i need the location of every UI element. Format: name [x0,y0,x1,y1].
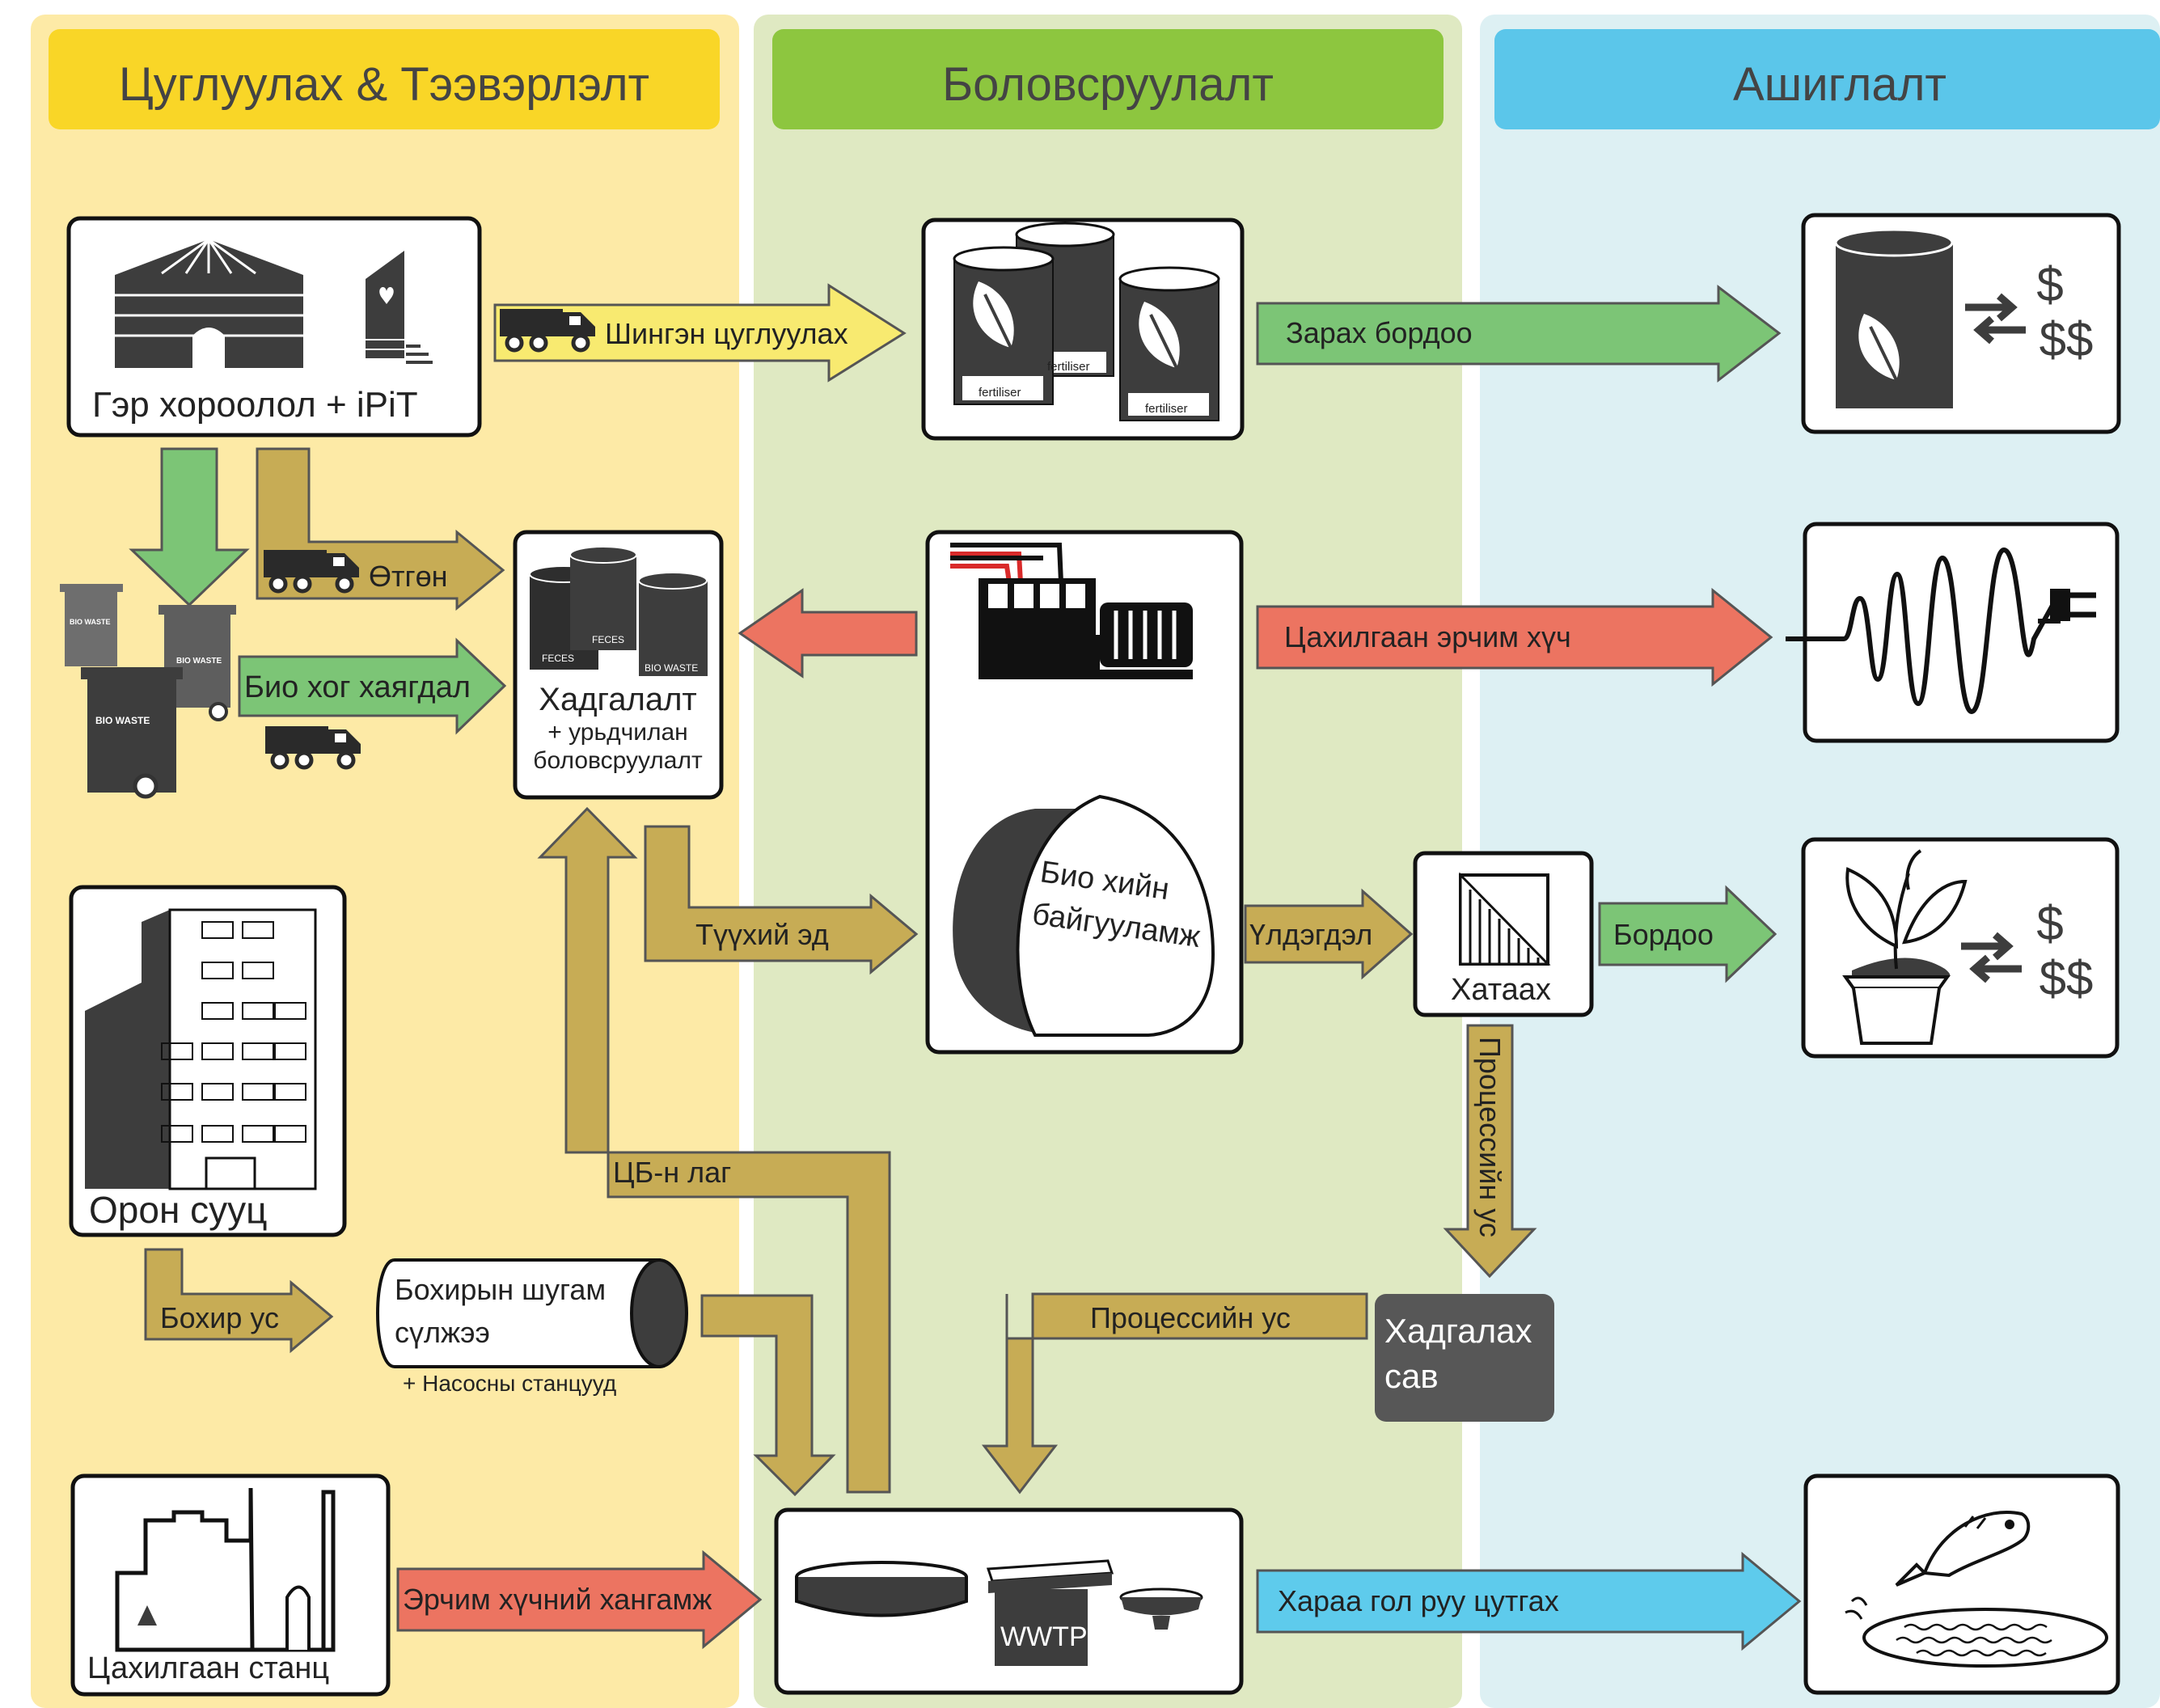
column-collect-header [49,29,720,129]
arrow-process-water: Процессийн ус [981,1292,1368,1494]
bio-waste-bins-icon: BIO WASTE BIO WASTE BIO WASTE [60,584,236,799]
currency-top-2: $ [2036,896,2063,950]
column-process-header [772,29,1444,129]
arrow-process-water-vertical-label: Процессийн ус [1473,1037,1507,1237]
node-compost-use: $ $$ [1801,837,2120,1059]
node-storage-label: Хадгалалт [539,682,696,717]
currency-bottom: $$ [2040,312,2094,366]
fertiliser-cans-icon [953,222,1220,421]
arrow-residue-label: Үлдэгдэл [1249,918,1372,951]
node-power-station-label: Цахилгаан станц [87,1651,329,1685]
arrow-process-water-label: Процессийн ус [1090,1301,1291,1334]
arrow-dung-label: Өтгөн [369,560,448,593]
exchange-icon-2 [1961,932,2022,983]
node-wwtp-label: WWTP [1000,1621,1088,1652]
arrow-river-label: Хараа гол руу цутгах [1278,1584,1559,1617]
arrow-sewage: Бохир ус [144,1248,334,1354]
node-ger-label: Гэр хороолол + iPiT [92,385,418,425]
storage-can-1: FECES [542,653,574,664]
arrow-biogas-to-storage [738,588,918,679]
ger-icon [115,238,303,368]
pipe-icon [630,1258,688,1368]
node-drying-label: Хатаах [1451,973,1551,1007]
arrow-residue: Үлдэгдэл [1244,888,1414,980]
biogas-dome-icon [953,794,1215,1037]
node-river [1803,1473,2120,1695]
node-pipe-note: + Насосны станцууд [403,1371,616,1396]
arrow-compost-label: Бордоо [1613,918,1714,951]
bin-label-3: BIO WASTE [70,618,111,626]
storage-can-3: BIO WASTE [645,662,698,674]
arrow-raw-material: Түүхий эд [644,825,919,975]
node-ger-district: Гэр хороолол + iPiT [66,216,482,438]
arrow-liquid-collect: Шингэн цуглуулах [493,283,907,383]
node-storage-tank: Хадгалах сав [1375,1294,1554,1422]
wave-icon [1786,547,2056,715]
apartment-icon [85,908,317,1190]
arrow-sludge: ЦБ-н лаг [537,806,891,1494]
arrow-electric-label: Цахилгаан эрчим хүч [1284,620,1571,653]
generator-icon [950,543,1193,679]
node-electricity-use [1786,522,2120,743]
arrow-sell-fertilizer-label: Зарах бордоо [1286,316,1473,349]
arrow-compost: Бордоо [1598,885,1777,983]
arrow-sludge-label: ЦБ-н лаг [613,1156,731,1189]
column-process-title: Боловсруулалт [942,58,1274,111]
fertiliser-can-label: fertiliser [979,386,1021,400]
node-storage: FECES FECES BIO WASTE Хадгалалт + урьдчи… [513,530,724,800]
arrow-process-water-vertical: Процессийн ус [1443,1024,1537,1279]
node-apartment: Орон сууц [69,885,347,1237]
node-tank-label2: сав [1384,1357,1439,1395]
node-apartment-label: Орон сууц [89,1189,267,1231]
arrow-sell-fertilizer: Зарах бордоо [1256,284,1782,383]
wwtp-icon [795,1559,1203,1666]
node-sewer-pipe: Бохирын шугам сүлжээ + Насосны станцууд [376,1258,688,1396]
arrow-dung: Өтгөн [256,447,505,611]
bin-label-2: BIO WASTE [176,657,222,666]
arrow-raw-material-label: Түүхий эд [695,918,829,951]
fertiliser-can-label-3: fertiliser [1145,402,1188,416]
pond-icon [1845,1596,2108,1668]
storage-can-2: FECES [592,634,624,645]
node-power-station: Цахилгаан станц [70,1473,391,1697]
currency-top: $ [2036,257,2063,311]
power-station-icon [115,1487,336,1652]
node-sell-fertiliser: $ $$ [1801,213,2121,434]
node-pipe-label1: Бохирын шугам [395,1273,606,1306]
column-use-header [1494,29,2160,129]
fertiliser-can-label-2: fertiliser [1047,360,1090,374]
node-storage-sub2: боловсруулалт [533,747,703,774]
arrow-ger-down [129,447,250,607]
arrow-biowaste-label: Био хог хаягдал [244,670,471,704]
node-pipe-label2: сүлжээ [395,1316,490,1349]
bin-label: BIO WASTE [95,715,150,726]
plant-pot-icon [1842,849,1968,1045]
arrow-sewage-label: Бохир ус [160,1301,279,1334]
node-tank-label1: Хадгалах [1384,1312,1532,1350]
column-collect-title: Цуглуулах & Тээвэрлэлт [119,58,649,111]
arrow-pipe-to-wwtp [700,1294,836,1497]
arrow-liquid-collect-label: Шингэн цуглуулах [605,317,848,350]
arrow-electric: Цахилгаан эрчим хүч [1256,587,1773,687]
plug-icon [2038,589,2096,624]
exchange-icon [1965,293,2026,345]
arrow-energy-supply-label: Эрчим хүчний хангамж [403,1583,712,1616]
arrow-energy-supply: Эрчим хүчний хангамж [396,1549,763,1650]
column-use-title: Ашиглалт [1733,58,1947,111]
node-storage-sub1: + урьдчилан [547,719,687,746]
currency-bottom-2: $$ [2040,951,2094,1005]
node-fertiliser: fertiliser fertiliser fertiliser [921,218,1245,441]
node-wwtp: WWTP [774,1507,1244,1695]
ipit-icon [366,251,433,364]
arrow-river: Хараа гол руу цутгах [1256,1551,1802,1651]
truck-icon [265,726,361,767]
fish-icon [1895,1511,2031,1587]
node-biogas: Био хийн байгууламж [925,530,1244,1055]
arrow-biowaste: Био хог хаягдал [238,637,507,735]
node-drying: Хатаах [1413,851,1594,1017]
